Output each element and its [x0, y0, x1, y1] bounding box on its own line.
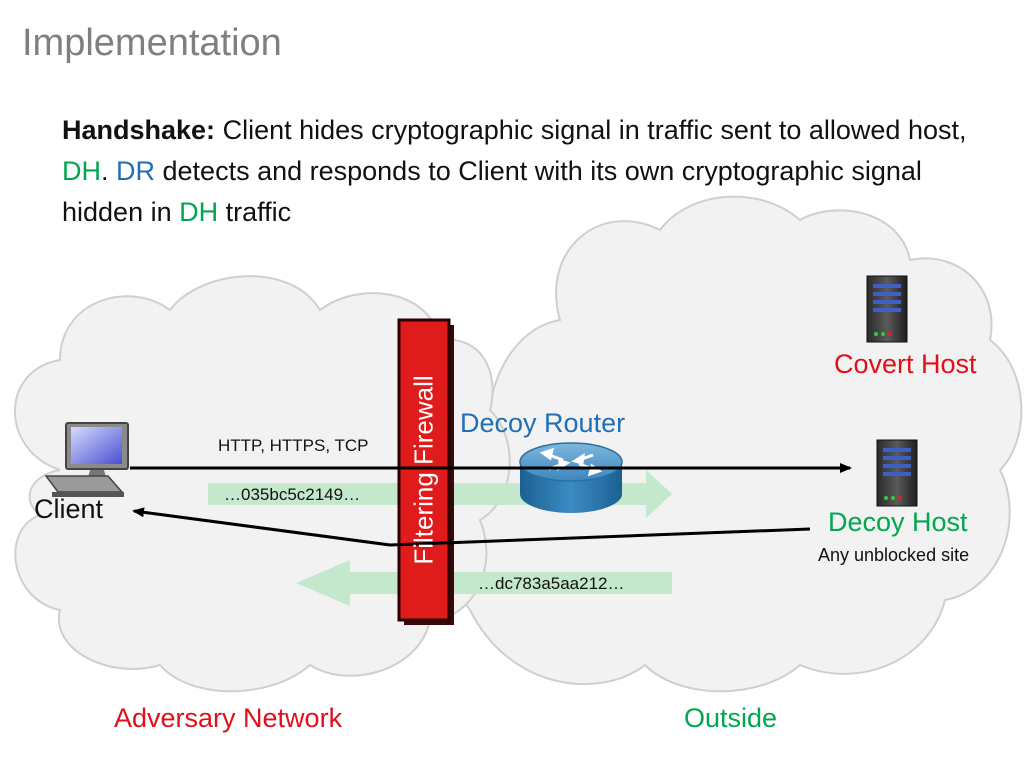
adversary-network-label: Adversary Network: [114, 703, 343, 733]
handshake-label: Handshake:: [62, 115, 216, 145]
return-signal-arrow: [296, 560, 672, 606]
response-flow-line-to-client: [132, 507, 391, 547]
outside-cloud: [447, 195, 1023, 693]
dr-term: DR: [116, 156, 156, 186]
response-flow-line: [389, 527, 811, 547]
handshake-text-3: detects and responds to Client with its …: [62, 156, 922, 227]
decoy-router-icon: [519, 442, 623, 513]
client-label: Client: [34, 494, 104, 524]
protocols-label: HTTP, HTTPS, TCP: [218, 436, 369, 455]
client-computer-icon: [44, 422, 129, 497]
handshake-description: Handshake: Client hides cryptographic si…: [62, 110, 992, 233]
page-title: Implementation: [22, 22, 282, 64]
decoy-host-server-icon: [876, 439, 918, 507]
decoy-router-label: Decoy Router: [460, 408, 626, 438]
decoy-host-label: Decoy Host: [828, 507, 968, 537]
handshake-text-1: Client hides cryptographic signal in tra…: [222, 115, 967, 145]
handshake-text-4: traffic: [218, 197, 292, 227]
dh-term-2: DH: [179, 197, 219, 227]
outside-label: Outside: [684, 703, 778, 733]
handshake-text-2: .: [101, 156, 117, 186]
dh-term-1: DH: [62, 156, 101, 186]
firewall-label: Filtering Firewall: [408, 375, 439, 565]
covert-host-label: Covert Host: [834, 349, 977, 379]
covert-host-server-icon: [866, 275, 908, 343]
return-signal-label: …dc783a5aa212…: [478, 574, 625, 593]
decoy-host-sublabel: Any unblocked site: [818, 545, 970, 565]
outgoing-signal-label: …035bc5c2149…: [224, 485, 361, 504]
filtering-firewall: [397, 318, 454, 625]
